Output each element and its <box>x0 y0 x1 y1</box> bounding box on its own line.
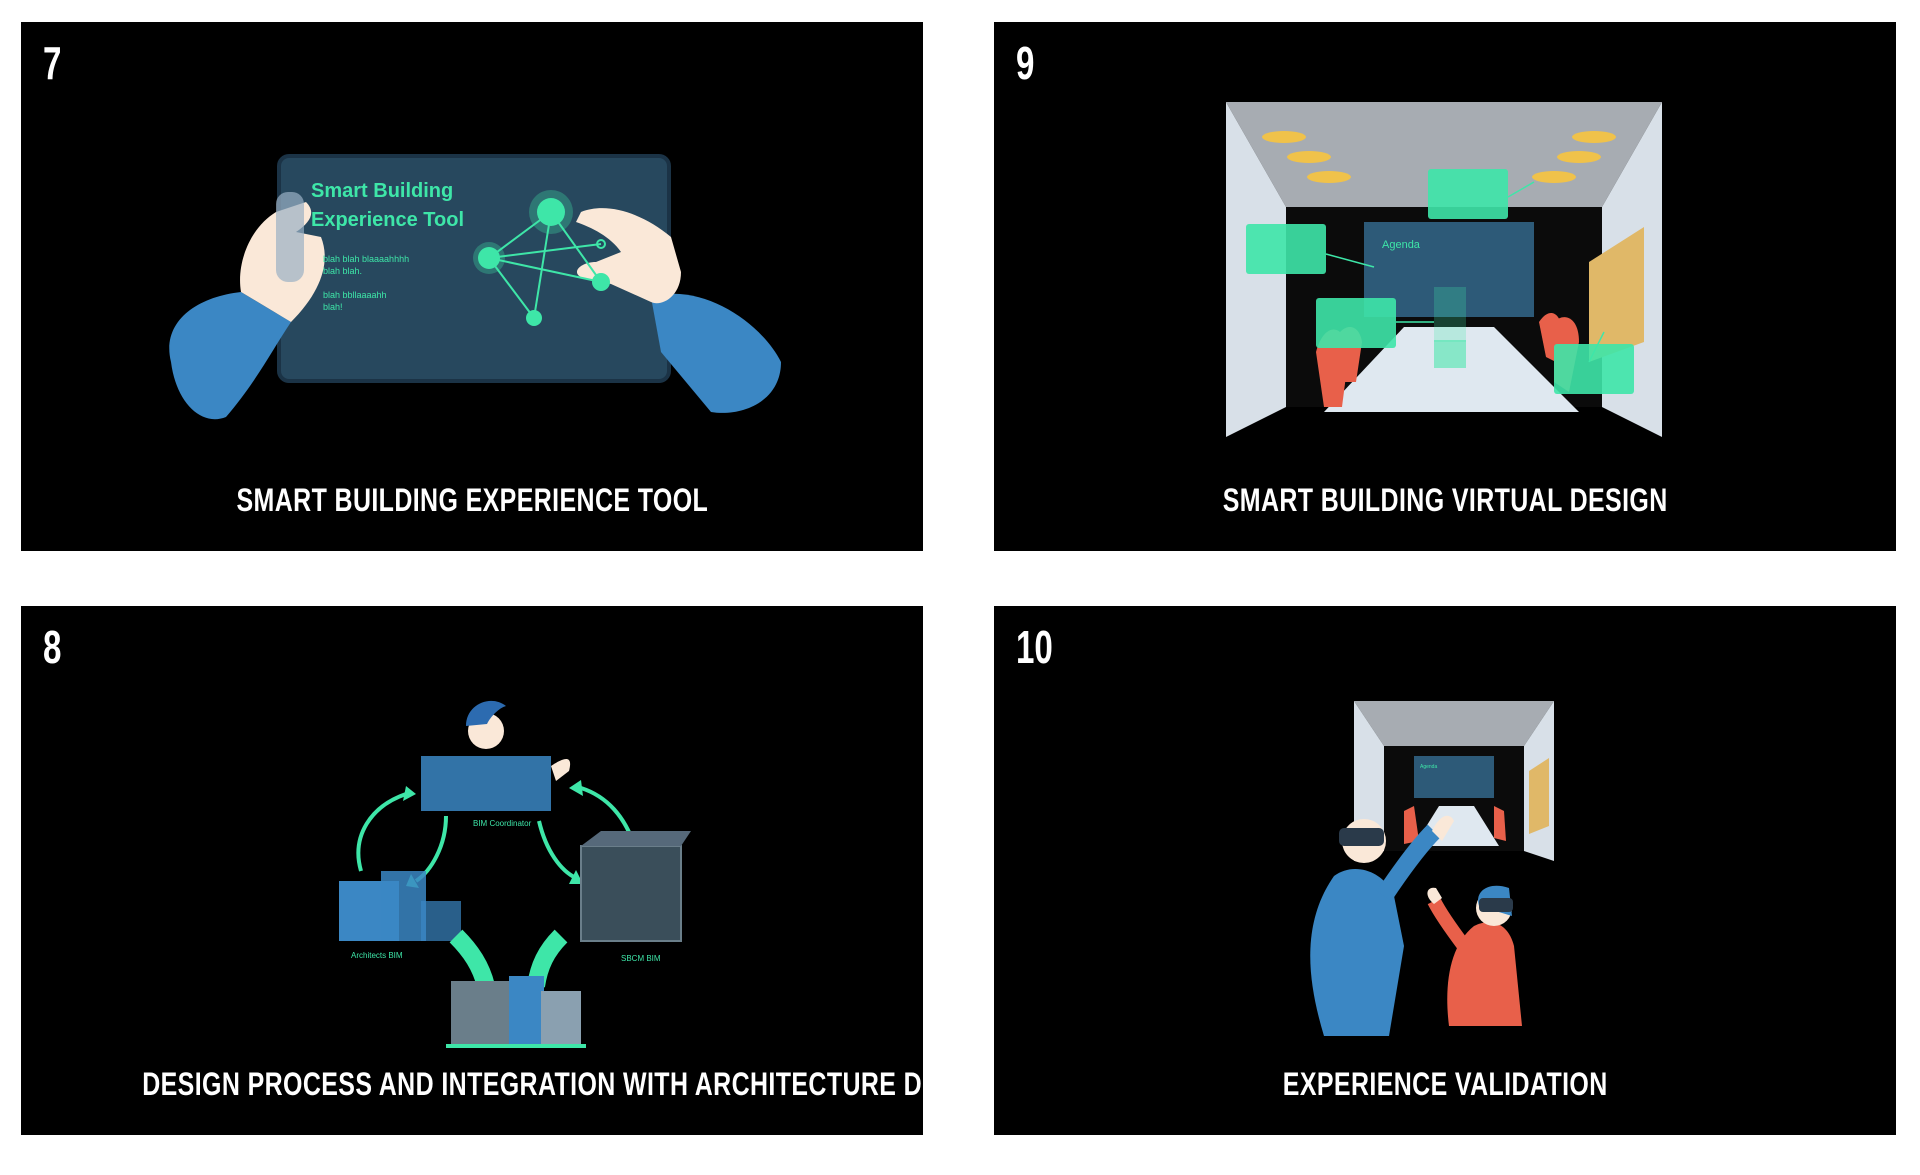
tablet-title-line2: Experience Tool <box>311 209 464 231</box>
vr-headset <box>1339 828 1384 846</box>
woman-body <box>1447 922 1522 1026</box>
panel-number: 9 <box>1016 37 1035 89</box>
tablet-text-line3: blah bbllaaaahh <box>323 290 387 300</box>
network-graph <box>473 190 610 326</box>
left-arm <box>169 292 291 420</box>
screen-label: Agenda <box>1420 764 1437 770</box>
label-sbcm: SBCM BIM <box>621 954 661 963</box>
design-process-illustration: BIM Coordinator Architects BIM SBCM BIM <box>339 700 691 1048</box>
panel-caption: SMART BUILDING VIRTUAL DESIGN <box>1222 482 1668 518</box>
right-arm <box>651 293 781 413</box>
panel-number: 10 <box>1016 621 1053 673</box>
panel-number: 7 <box>43 37 62 89</box>
man-body <box>1310 868 1404 1036</box>
screen-label: Agenda <box>1382 239 1421 251</box>
tablet-title-line1: Smart Building <box>311 180 453 202</box>
tablet-text-line2: blah blah. <box>323 266 362 276</box>
tablet-illustration: Smart Building Experience Tool blah blah… <box>169 154 781 420</box>
panel-caption: DESIGN PROCESS AND INTEGRATION WITH ARCH… <box>142 1066 923 1102</box>
tablet-text-line4: blah! <box>323 302 343 312</box>
panel-10: 10 Agenda EXPERIENCE VALIDATION <box>994 606 1896 1135</box>
panel-7: 7 Smart Building Experience <box>21 22 923 551</box>
meeting-room-illustration: Agenda <box>1226 102 1662 437</box>
coordinator-building <box>421 756 551 811</box>
panel-9: 9 Agenda <box>994 22 1896 551</box>
experience-validation-illustration: Agenda <box>1310 701 1554 1036</box>
sbcm-block <box>580 845 682 942</box>
panel-number: 8 <box>43 621 62 673</box>
integrated-building <box>451 981 511 1046</box>
agenda-screen <box>1414 756 1494 798</box>
tablet-text-line1: blah blah blaaaahhhh <box>323 254 409 264</box>
panel-caption: SMART BUILDING EXPERIENCE TOOL <box>236 482 708 518</box>
label-coordinator: BIM Coordinator <box>473 819 532 828</box>
label-architects: Architects BIM <box>351 951 403 960</box>
panel-caption: EXPERIENCE VALIDATION <box>1282 1066 1608 1102</box>
panel-8: 8 BIM Coordinator Architects BIM SBCM BI… <box>21 606 923 1135</box>
